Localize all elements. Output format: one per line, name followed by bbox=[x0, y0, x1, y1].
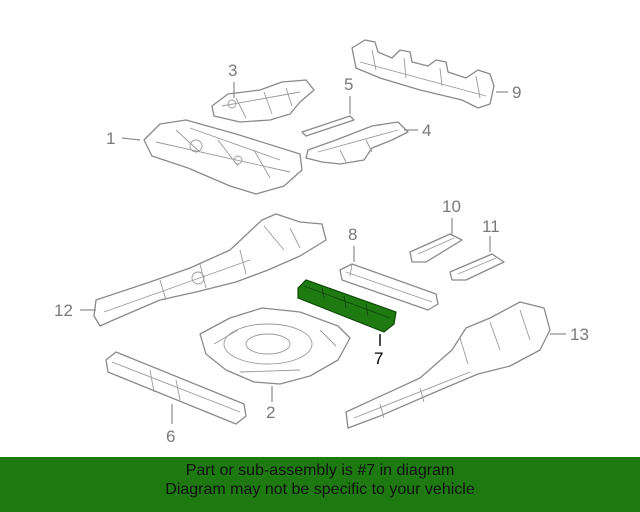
part-13-side-rail bbox=[345, 301, 551, 429]
part-11-bracket bbox=[449, 253, 505, 281]
callout-11: 11 bbox=[482, 217, 500, 236]
callout-9: 9 bbox=[512, 83, 521, 102]
callout-3: 3 bbox=[228, 61, 237, 80]
part-5-strip bbox=[301, 115, 355, 137]
callout-8: 8 bbox=[348, 225, 357, 244]
callout-13: 13 bbox=[570, 325, 589, 344]
banner-line-2: Diagram may not be specific to your vehi… bbox=[165, 481, 475, 498]
part-10-bracket bbox=[409, 233, 463, 263]
part-4-side-floor-panel bbox=[305, 121, 409, 165]
info-banner: Part or sub-assembly is #7 in diagram Di… bbox=[0, 457, 640, 512]
callout-4: 4 bbox=[422, 121, 431, 140]
callout-1: 1 bbox=[106, 129, 115, 148]
part-3-floor-reinforcement bbox=[211, 79, 315, 123]
callout-labels: 1 2 3 4 5 6 7 8 9 10 11 12 13 bbox=[54, 61, 589, 446]
parts-diagram: 1 2 3 4 5 6 7 8 9 10 11 12 13 bbox=[54, 39, 589, 446]
callout-5: 5 bbox=[344, 75, 353, 94]
callout-12: 12 bbox=[54, 301, 73, 320]
leader-lines bbox=[80, 82, 566, 424]
part-2-spare-tire-well bbox=[199, 307, 351, 385]
part-12-side-rail bbox=[93, 213, 327, 327]
callout-2: 2 bbox=[266, 403, 275, 422]
banner-line-1: Part or sub-assembly is #7 in diagram bbox=[185, 462, 455, 479]
part-9-rear-crossmember bbox=[351, 39, 495, 109]
part-6-rear-crossmember bbox=[105, 351, 247, 425]
callout-7: 7 bbox=[374, 349, 383, 368]
leader-1 bbox=[121, 137, 141, 141]
part-7-crossmember-highlighted bbox=[297, 279, 397, 333]
part-8-crossmember bbox=[339, 263, 439, 311]
part-1-front-floor-panel bbox=[143, 119, 303, 195]
callout-10: 10 bbox=[442, 197, 461, 216]
callout-6: 6 bbox=[166, 427, 175, 446]
